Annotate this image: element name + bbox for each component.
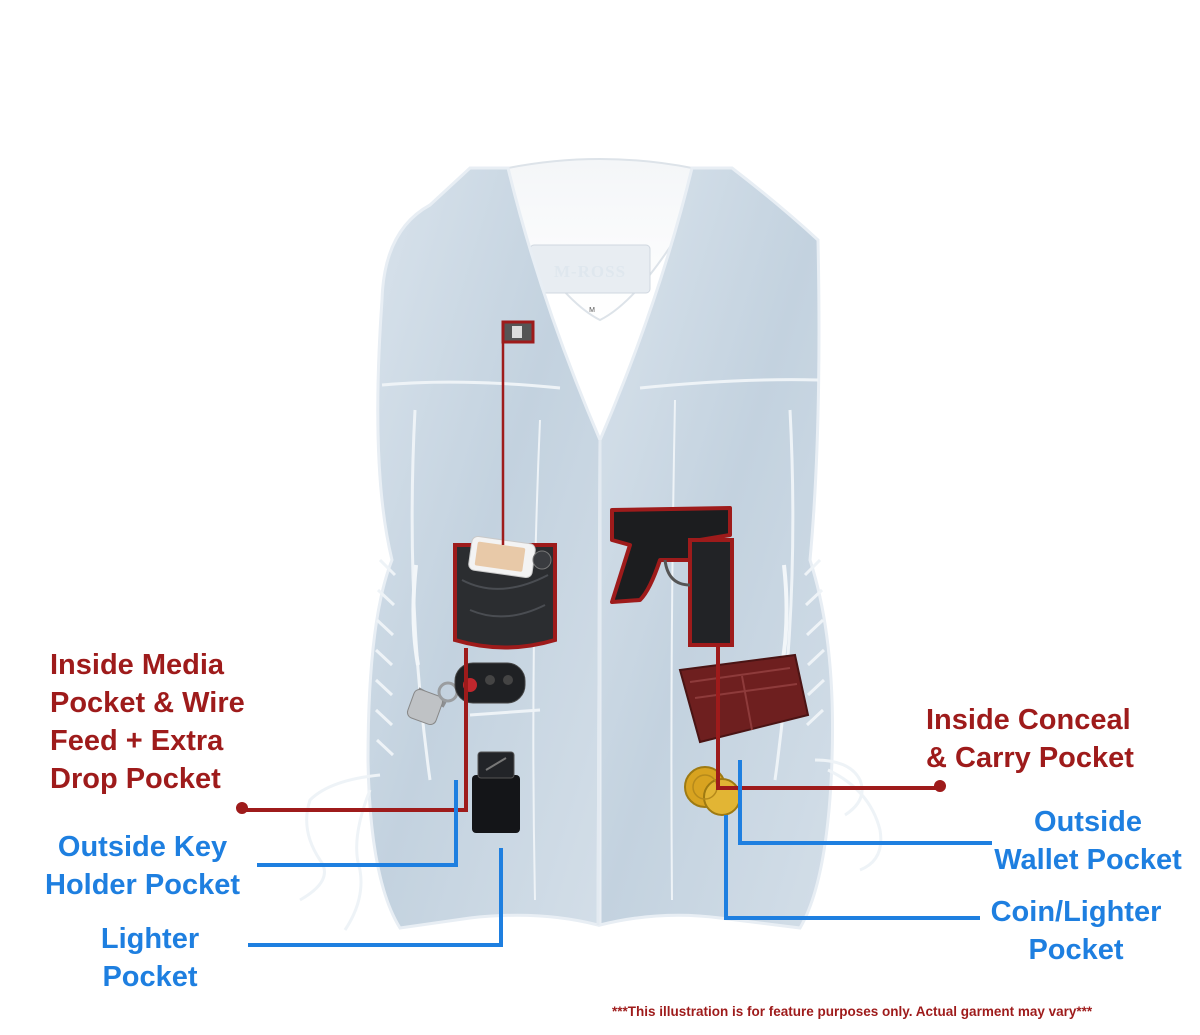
callout-outside-key-holder-pocket: Outside Key Holder Pocket [30,828,255,904]
lighter-icon [472,751,520,833]
phone-icon [468,535,536,579]
size-label: M [589,307,595,314]
callout-lighter-pocket: Lighter Pocket [75,920,225,996]
wire-feed-port [501,320,535,344]
callout-line: Inside Conceal [926,704,1131,736]
wallet-icon [678,653,810,744]
callout-line: Pocket & Wire [50,687,245,719]
callout-line: Drop Pocket [50,763,221,795]
key-fob-icon [406,662,526,726]
callout-line: Wallet Pocket [994,844,1182,876]
inside-callout-lines [236,338,946,814]
callout-line: Holder Pocket [45,869,240,901]
callout-inside-conceal-carry-pocket: Inside Conceal & Carry Pocket [926,701,1134,777]
callout-line: Pocket [102,961,198,993]
vest-lining: M-ROSS M [506,158,694,322]
callout-line: Coin/Lighter [990,896,1162,928]
inside-media-pocket [453,535,557,650]
callout-line: & Carry Pocket [926,742,1134,774]
callout-line: Feed + Extra [50,725,224,757]
callout-coin-lighter-pocket: Coin/Lighter Pocket [978,893,1174,969]
callout-line: Pocket [1028,934,1124,966]
callout-line: Outside [1034,806,1142,838]
callout-line: Outside Key [57,831,228,863]
callout-inside-media-pocket: Inside Media Pocket & Wire Feed + Extra … [50,646,245,798]
brand-label: M-ROSS [554,262,626,281]
side-lacing [299,558,883,931]
outside-callout-lines [248,760,992,947]
callout-line: Inside Media [50,649,225,681]
callout-outside-wallet-pocket: Outside Wallet Pocket [982,803,1194,879]
callout-line: Lighter [100,923,200,955]
disclaimer-text: ***This illustration is for feature purp… [612,1004,1093,1019]
pistol-icon [610,506,734,647]
